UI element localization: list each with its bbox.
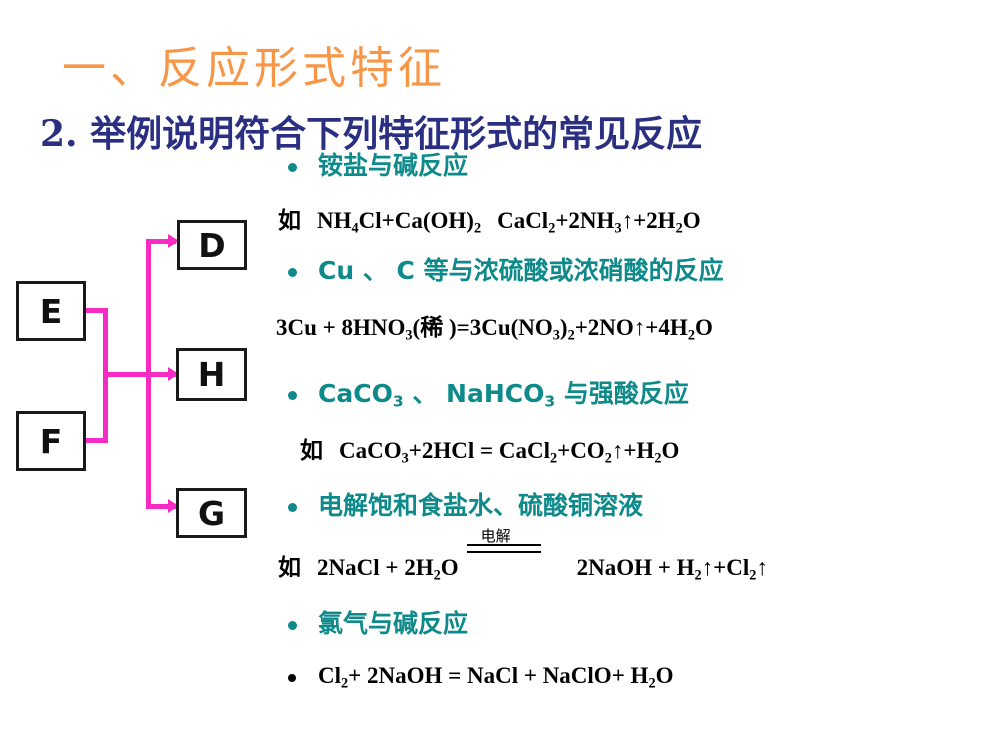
connector-main-horizontal: [103, 372, 176, 377]
equation-2-sub-d: 2: [687, 327, 695, 344]
equation-2-seg-a: 3Cu + 8HNO: [276, 315, 406, 340]
bullet-label-3-sub-a: 3: [392, 392, 404, 411]
equation-5-seg-c: O: [655, 663, 674, 688]
page-title: 一、反应形式特征: [62, 43, 446, 94]
equation-5: Cl2+ 2NaOH = NaCl + NaClO+ H2O: [278, 662, 673, 692]
bullet-label-3-c: 与强酸反应: [555, 379, 689, 408]
bullet-item-2: Cu 、 C 等与浓硫酸或浓硝酸的反应: [278, 256, 724, 286]
equation-4-seg-b: O: [440, 555, 459, 580]
bullet-text-5: 氯气与碱反应: [278, 609, 469, 639]
equation-4-sub-c: 2: [694, 567, 702, 584]
equation-1-sub-a: 4: [351, 220, 359, 237]
page-subtitle: 2. 举例说明符合下列特征形式的常见反应: [40, 113, 703, 155]
equation-5-sub-b: 2: [648, 675, 656, 692]
electrolysis-condition-label: 电解: [480, 527, 511, 545]
equation-1-sub-d: 3: [614, 220, 622, 237]
arrowhead-g-icon: [168, 499, 179, 513]
bullet-label-4: 电解饱和食盐水、硫酸铜溶液: [318, 491, 644, 520]
equation-2-seg-d: +2NO↑+4H: [574, 315, 688, 340]
bullet-label-1: 铵盐与碱反应: [318, 151, 469, 180]
equation-1-seg-f: O: [682, 208, 701, 233]
bullet-item-4: 电解饱和食盐水、硫酸铜溶液: [278, 491, 644, 521]
connector-trunk-vertical: [146, 239, 151, 509]
diagram-node-f[interactable]: F: [16, 411, 86, 471]
connector-e-stub: [86, 308, 108, 313]
equation-2-seg-b: (稀 )=3Cu(NO: [412, 315, 553, 340]
bullet-label-2: Cu 、 C 等与浓硫酸或浓硝酸的反应: [318, 256, 724, 285]
bullet-text-4: 电解饱和食盐水、硫酸铜溶液: [278, 491, 644, 521]
equation-5-seg-a: Cl: [318, 663, 341, 688]
equation-1-seg-c: CaCl: [497, 208, 549, 233]
equation-1-prefix: 如: [278, 208, 301, 233]
connector-f-stub: [86, 438, 108, 443]
equation-1-sub-e: 2: [675, 220, 683, 237]
equation-3-sub-c: 2: [604, 450, 612, 467]
equation-5-seg-b: + 2NaOH = NaCl + NaClO+ H: [348, 663, 649, 688]
diagram-node-e[interactable]: E: [16, 281, 86, 341]
equation-1-seg-e: ↑+2H: [621, 208, 676, 233]
electrolysis-double-rule: [466, 544, 541, 553]
equation-4-sub-d: 2: [749, 567, 757, 584]
equation-4-seg-a: 2NaCl + 2H: [317, 555, 434, 580]
equation-3-prefix: 如: [300, 438, 323, 463]
bullet-dot-icon: [288, 268, 297, 277]
equation-3-seg-e: O: [661, 438, 680, 463]
arrowhead-h-icon: [168, 367, 179, 381]
bullet-text-1: 铵盐与碱反应: [278, 151, 469, 181]
arrowhead-d-icon: [168, 234, 179, 248]
bullet-dot-icon: [288, 391, 297, 400]
bullet-dot-icon: [288, 674, 296, 682]
equation-1-seg-a: NH: [317, 208, 352, 233]
bullet-label-3-sub-b: 3: [544, 392, 556, 411]
bullet-item-5: 氯气与碱反应: [278, 609, 469, 639]
diagram-node-h[interactable]: H: [176, 348, 247, 401]
equation-1-sub-c: 2: [548, 220, 556, 237]
bullet-dot-icon: [288, 621, 297, 630]
equation-2-seg-c: ): [559, 315, 568, 340]
equation-3-sub-a: 3: [401, 450, 409, 467]
equation-2-sub-a: 3: [405, 327, 413, 344]
connector-branch-g: [146, 504, 176, 509]
equation-2-seg-e: O: [694, 315, 713, 340]
electrolysis-arrow: 电解: [459, 527, 577, 575]
equation-1-sub-b: 2: [473, 220, 482, 237]
equation-4-prefix: 如: [278, 555, 301, 580]
equation-3-seg-b: +2HCl = CaCl: [408, 438, 550, 463]
bullet-label-3-b: 、 NaHCO: [403, 379, 545, 408]
bullet-label-3-a: CaCO: [318, 379, 393, 408]
diagram-node-d[interactable]: D: [177, 220, 247, 270]
bullet-item-1: 铵盐与碱反应: [278, 151, 469, 181]
equation-2: 3Cu + 8HNO3(稀 )=3Cu(NO3)2+2NO↑+4H2O: [276, 314, 713, 344]
bullet-text-2: Cu 、 C 等与浓硫酸或浓硝酸的反应: [278, 256, 724, 286]
equation-3-sub-d: 2: [654, 450, 662, 467]
connector-branch-d: [146, 239, 176, 244]
diagram-node-g[interactable]: G: [176, 488, 247, 538]
bullet-dot-icon: [288, 163, 297, 172]
equation-1-seg-d: +2NH: [555, 208, 615, 233]
equation-3-seg-d: ↑+H: [611, 438, 655, 463]
equation-2-sub-b: 3: [552, 327, 560, 344]
equation-3-sub-b: 2: [549, 450, 558, 467]
equation-5-sub-a: 2: [341, 675, 349, 692]
flow-diagram: D E H F G: [0, 200, 270, 560]
equation-4-seg-c: 2NaOH + H: [576, 555, 695, 580]
equation-4-seg-e: ↑: [756, 555, 768, 580]
equation-2-sub-c: 2: [567, 327, 575, 344]
equation-4-sub-a: 2: [433, 567, 441, 584]
bullet-label-5: 氯气与碱反应: [318, 609, 469, 638]
equation-4-seg-d: ↑+Cl: [701, 555, 750, 580]
equation-3-seg-a: CaCO: [339, 438, 402, 463]
bullet-text-3: CaCO3 、 NaHCO3 与强酸反应: [278, 379, 689, 411]
bullet-dot-icon: [288, 503, 297, 512]
equation-1-seg-b: Cl+Ca(OH): [358, 208, 474, 233]
equation-3-seg-c: +CO: [557, 438, 605, 463]
bullet-item-3: CaCO3 、 NaHCO3 与强酸反应: [278, 379, 689, 411]
